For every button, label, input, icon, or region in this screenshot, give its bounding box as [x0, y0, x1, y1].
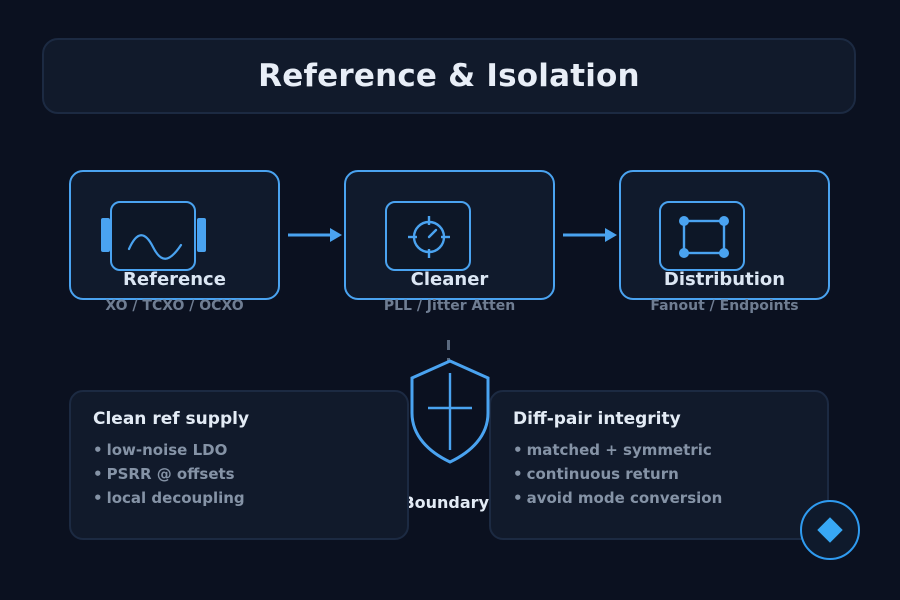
shield-icon — [410, 359, 490, 464]
card-list: •matched + symmetric •continuous return … — [513, 438, 722, 510]
title-panel: Reference & Isolation — [42, 38, 856, 114]
list-item: •avoid mode conversion — [513, 489, 723, 507]
node-label: Reference — [123, 269, 226, 290]
list-item: •local decoupling — [93, 489, 245, 507]
arrow-right-icon — [563, 228, 617, 242]
list-item: •low-noise LDO — [93, 441, 228, 459]
node-label: Distribution — [663, 269, 786, 290]
node-reference: Reference — [69, 170, 280, 300]
page-title: Reference & Isolation — [258, 58, 640, 94]
node-subtitle: Fanout / Endpoints — [650, 298, 799, 314]
list-item: •matched + symmetric — [513, 441, 712, 459]
boundary-label-container: Isolation Boundary — [409, 493, 489, 517]
node-label: Cleaner — [410, 269, 489, 290]
card-diff-pair-integrity: Diff-pair integrity •matched + symmetric… — [489, 390, 829, 540]
node-subtitle: XO / TCXO / OCXO — [105, 298, 244, 314]
card-clean-ref-supply: Clean ref supply •low-noise LDO •PSRR @ … — [69, 390, 409, 540]
list-item: •PSRR @ offsets — [93, 465, 235, 483]
connector-tab-left — [101, 218, 110, 252]
node-distribution: Distribution — [619, 170, 830, 300]
connector-tab-right — [197, 218, 206, 252]
node-subtitle: PLL / Jitter Atten — [383, 298, 516, 314]
sine-wave-icon — [110, 201, 196, 271]
diamond-icon — [817, 517, 843, 543]
list-item: •continuous return — [513, 465, 679, 483]
diamond-action-button[interactable] — [800, 500, 860, 560]
card-title: Clean ref supply — [93, 409, 250, 429]
crosshair-icon — [385, 201, 471, 271]
card-title: Diff-pair integrity — [513, 409, 681, 429]
arrow-right-icon — [288, 228, 342, 242]
boundary-label: Isolation Boundary — [409, 493, 489, 512]
node-cleaner: Cleaner — [344, 170, 555, 300]
fanout-square-icon — [659, 201, 745, 271]
card-list: •low-noise LDO •PSRR @ offsets •local de… — [93, 438, 245, 510]
